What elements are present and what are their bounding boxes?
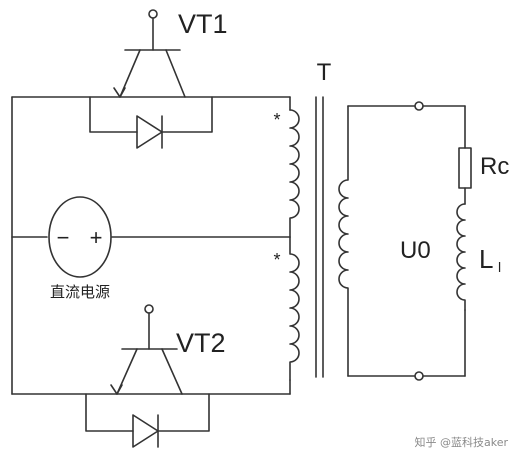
dot-mark-lower: * (273, 250, 280, 270)
output-voltage-label: U0 (400, 237, 431, 264)
source-minus-sign: − (57, 225, 70, 250)
resistor-label: Rc (480, 153, 509, 180)
transformer-primary-upper (289, 109, 300, 238)
vt1-diode-right-wire (161, 96, 213, 133)
vt1-gate-terminal (148, 9, 158, 19)
primary-wiring (11, 96, 291, 395)
secondary-coil (338, 105, 349, 377)
transformer-secondary (338, 105, 349, 377)
vt1-diode (89, 96, 213, 149)
source-plus-sign: + (90, 225, 103, 250)
vt2-diode (85, 393, 210, 448)
vt1-collector-lead (165, 49, 186, 98)
vt1-emitter-arrow (113, 87, 126, 98)
dc-source-circle (48, 196, 112, 278)
dc-source: − + 直流电源 (48, 196, 112, 301)
vt2-transistor (110, 304, 183, 395)
vt1-diode-triangle (136, 115, 163, 149)
transformer-core: T (315, 59, 332, 378)
vt2-diode-right-wire (157, 393, 210, 432)
watermark: 知乎 @蓝科技aker (414, 435, 508, 449)
transformer-label: T (317, 59, 332, 86)
output-terminal-bottom (414, 371, 424, 381)
primary-coil-upper (289, 109, 300, 238)
vt2-diode-triangle (132, 414, 159, 448)
vt2-diode-left-wire (85, 393, 134, 432)
primary-coil-lower (289, 236, 300, 381)
dot-mark-upper: * (273, 110, 280, 130)
vt1-diode-left-wire (89, 96, 138, 133)
output-terminal-top (414, 101, 424, 111)
source-caption: 直流电源 (50, 283, 110, 301)
vt1-emitter-lead (119, 49, 141, 98)
vt1-transistor (113, 9, 186, 98)
inductor-label: L (479, 244, 493, 274)
load-resistor (458, 147, 472, 189)
vt2-gate-terminal (144, 304, 154, 314)
vt2-label: VT2 (176, 328, 226, 358)
output-circuit: Rc L l U0 (347, 101, 509, 381)
vt2-emitter-arrow (110, 384, 123, 395)
vt1-label: VT1 (178, 9, 228, 39)
load-inductor (456, 203, 466, 311)
vt2-collector-lead (161, 348, 183, 395)
inductor-subscript: l (498, 259, 501, 275)
transformer-primary-lower (289, 236, 300, 381)
